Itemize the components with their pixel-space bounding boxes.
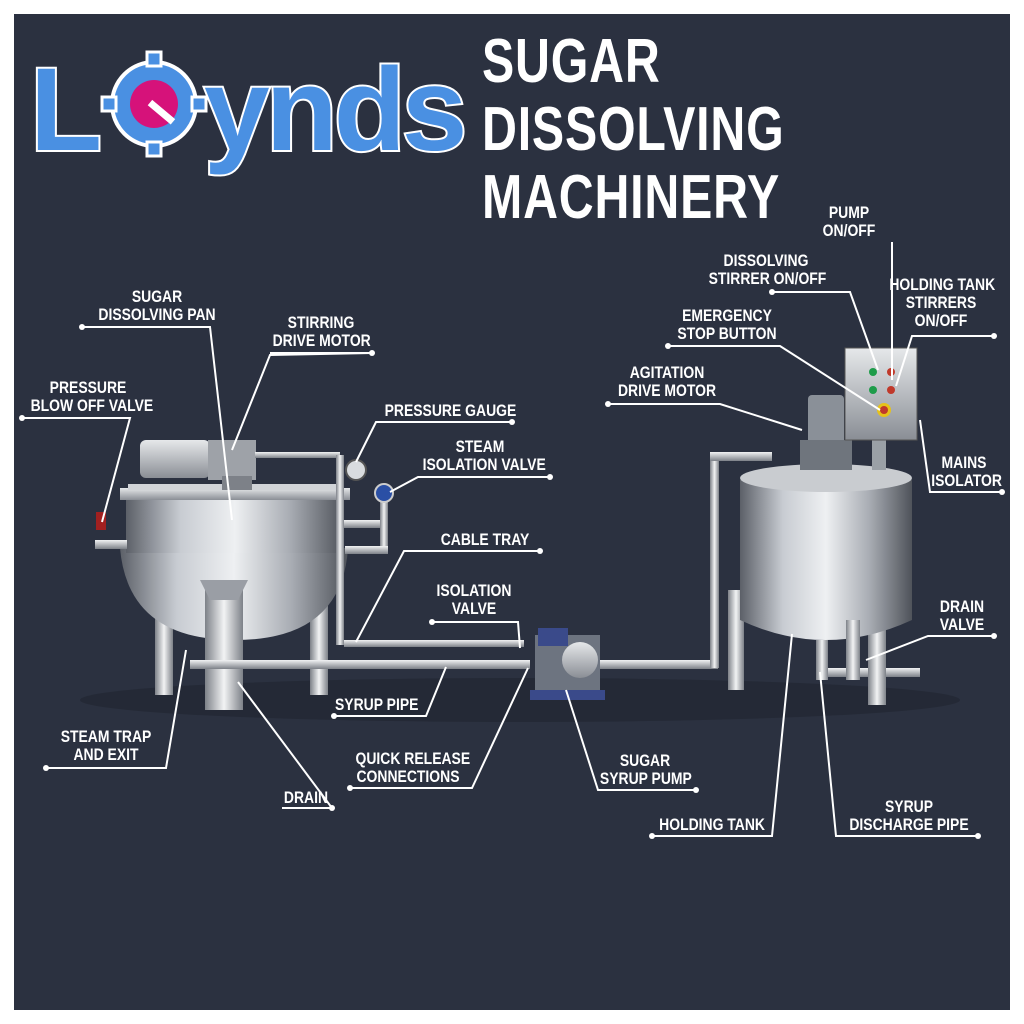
loynds-logo: L ynds [28,42,466,178]
stirring-drive-motor [140,440,340,490]
label-pressure-gauge: PRESSURE GAUGE [384,401,517,420]
pressure-gauge-dial [345,459,367,481]
page-title: SUGAR DISSOLVING MACHINERY [482,28,872,232]
agitation-drive-motor [800,395,852,470]
sugar-syrup-pump [530,628,605,700]
sugar-dissolving-pan [95,484,350,710]
holding-tank [728,464,912,705]
gear-logo-icon [100,50,208,158]
title-line-2: MACHINERY [482,163,781,232]
steam-isolation-valve-wheel [374,483,394,503]
outlet-pipe [600,660,718,669]
label-syrup-pipe: SYRUP PIPE [335,695,419,714]
leader-dots [19,289,1005,839]
return-pipe-vertical [710,460,719,668]
cable-tray [344,640,524,647]
svg-text:ynds: ynds [204,44,463,176]
label-cable-tray: CABLE TRAY [440,530,530,549]
svg-text:L: L [30,44,99,176]
label-holding-tank: HOLDING TANK [659,815,765,834]
syrup-pipe [190,660,530,669]
label-drain: DRAIN [283,788,329,807]
blow-off-valve-handle [96,512,106,530]
leader-lines [22,242,1002,837]
control-panel [844,347,918,470]
title-line-1: SUGAR DISSOLVING [482,27,785,164]
return-pipe-top [710,452,772,461]
